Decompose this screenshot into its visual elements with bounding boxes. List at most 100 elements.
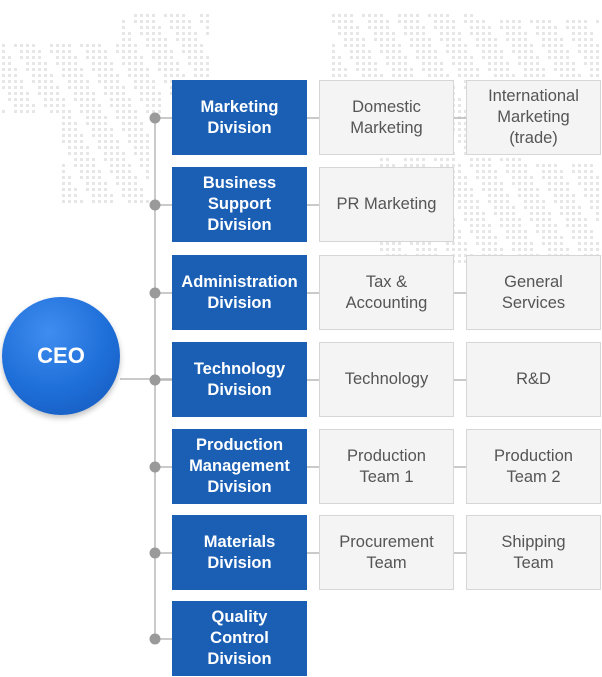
map-dot [548,188,551,191]
map-dot [416,50,419,53]
map-dot [146,164,149,167]
map-dot [422,32,425,35]
map-dot [500,200,503,203]
map-dot [422,158,425,161]
map-dot [98,80,101,83]
map-dot [458,188,461,191]
map-dot [482,212,485,215]
map-dot [368,56,371,59]
map-dot [62,104,65,107]
map-dot [554,164,557,167]
map-dot [440,26,443,29]
map-dot [92,68,95,71]
map-dot [116,146,119,149]
map-dot [8,62,11,65]
map-dot [542,44,545,47]
map-dot [92,182,95,185]
map-dot [98,74,101,77]
map-dot [32,80,35,83]
map-dot [512,158,515,161]
map-dot [404,20,407,23]
map-dot [452,20,455,23]
map-dot [140,146,143,149]
map-dot [122,92,125,95]
map-dot [374,26,377,29]
map-dot [140,32,143,35]
map-dot [368,74,371,77]
map-dot [548,32,551,35]
map-dot [398,248,401,251]
map-dot [158,38,161,41]
map-dot [338,74,341,77]
map-dot [374,20,377,23]
map-dot [596,218,599,221]
map-dot [566,224,569,227]
map-dot [74,98,77,101]
map-dot [464,44,467,47]
map-dot [428,38,431,41]
map-dot [164,68,167,71]
map-dot [464,62,467,65]
map-dot [560,200,563,203]
map-dot [464,20,467,23]
map-dot [62,170,65,173]
map-dot [188,20,191,23]
map-dot [86,80,89,83]
map-dot [74,146,77,149]
branch-dot [149,199,161,211]
map-dot [140,98,143,101]
map-dot [80,68,83,71]
map-dot [410,20,413,23]
map-dot [410,38,413,41]
map-dot [560,62,563,65]
map-dot [560,38,563,41]
map-dot [434,248,437,251]
map-dot [398,14,401,17]
map-dot [98,146,101,149]
map-dot [458,182,461,185]
map-dot [572,230,575,233]
map-dot [146,98,149,101]
map-dot [518,188,521,191]
map-dot [158,26,161,29]
map-dot [500,212,503,215]
map-dot [62,74,65,77]
map-dot [26,104,29,107]
map-dot [404,62,407,65]
map-dot [464,134,467,137]
map-dot [494,170,497,173]
map-dot [200,44,203,47]
map-dot [554,224,557,227]
map-dot [572,212,575,215]
map-dot [458,236,461,239]
map-dot [146,158,149,161]
map-dot [440,68,443,71]
map-dot [122,38,125,41]
map-dot [146,104,149,107]
map-dot [134,176,137,179]
map-dot [68,68,71,71]
map-dot [134,68,137,71]
map-dot [452,242,455,245]
map-dot [56,110,59,113]
map-dot [542,74,545,77]
map-dot [194,50,197,53]
map-dot [74,158,77,161]
map-dot [14,80,17,83]
map-dot [68,80,71,83]
map-dot [548,212,551,215]
map-dot [32,56,35,59]
map-dot [200,62,203,65]
map-dot [488,38,491,41]
map-dot [86,110,89,113]
map-dot [470,74,473,77]
map-dot [572,218,575,221]
map-dot [596,44,599,47]
map-dot [158,68,161,71]
map-dot [512,230,515,233]
map-dot [86,188,89,191]
map-dot [470,32,473,35]
map-dot [62,194,65,197]
map-dot [146,74,149,77]
map-dot [98,134,101,137]
